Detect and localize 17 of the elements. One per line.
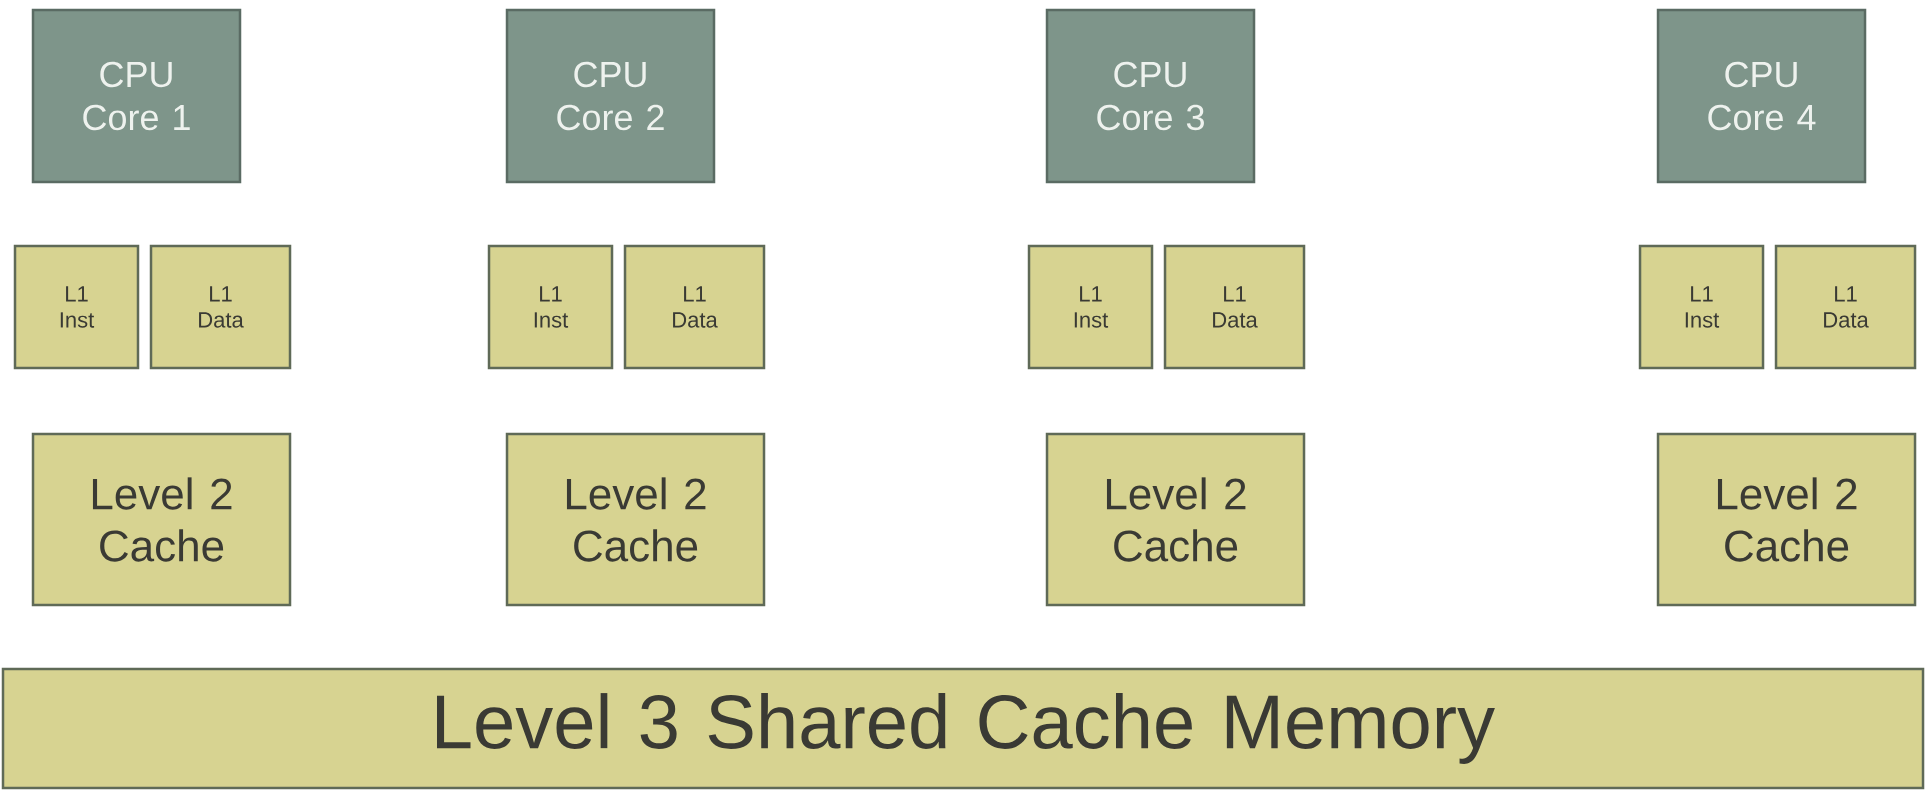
l2-cache-box: Level 2 Cache [505, 432, 766, 607]
l2-cache-box: Level 2 Cache [1656, 432, 1917, 607]
l1-cache-box: L1 Data [623, 244, 766, 370]
cpu-core-box: CPU Core 3 [1045, 8, 1256, 184]
cpu-core-box: CPU Core 1 [31, 8, 242, 184]
l2-cache-box: Level 2 Cache [1045, 432, 1306, 607]
l1-cache-box: L1 Inst [1027, 244, 1154, 370]
l1-cache-box: L1 Data [1163, 244, 1306, 370]
l1-cache-box: L1 Data [1774, 244, 1917, 370]
l1-cache-box: L1 Data [149, 244, 292, 370]
l2-cache-box: Level 2 Cache [31, 432, 292, 607]
l1-cache-box: L1 Inst [1638, 244, 1765, 370]
cpu-core-box: CPU Core 2 [505, 8, 716, 184]
cpu-core-box: CPU Core 4 [1656, 8, 1867, 184]
l1-cache-box: L1 Inst [487, 244, 614, 370]
l3-cache-bar: Level 3 Shared Cache Memory [1, 667, 1925, 790]
l1-cache-box: L1 Inst [13, 244, 140, 370]
